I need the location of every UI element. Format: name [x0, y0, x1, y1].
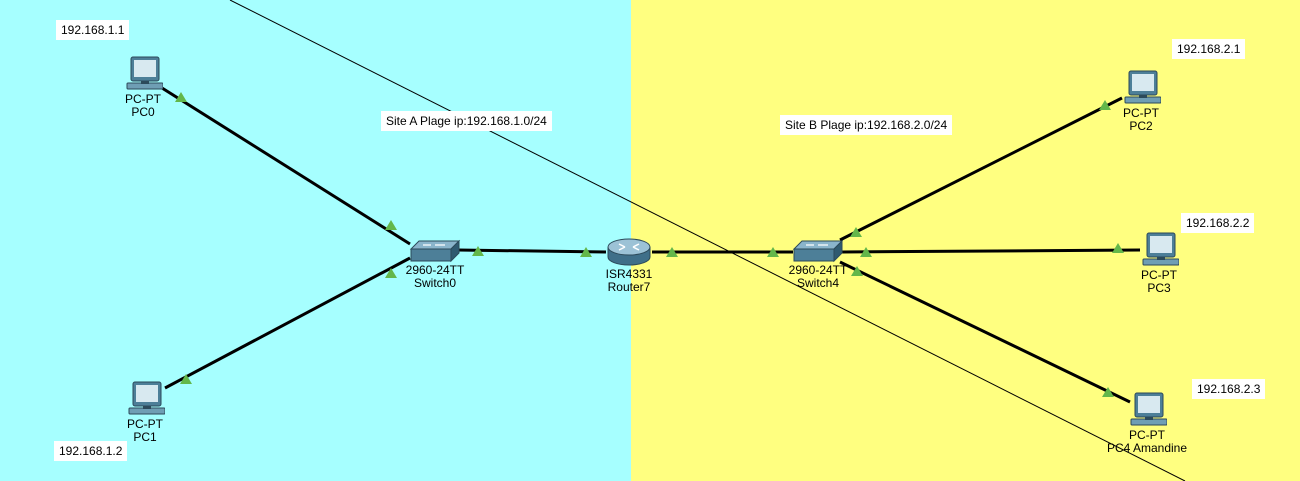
pc0-device[interactable]: PC-PT PC0 — [112, 56, 174, 119]
switch4-name: Switch4 — [796, 276, 840, 290]
pc-icon — [126, 56, 163, 90]
annotation-line — [229, 0, 1186, 481]
pc2-model: PC-PT — [1123, 106, 1159, 120]
port-up-indicator — [385, 220, 397, 230]
pc3-model: PC-PT — [1141, 268, 1177, 282]
pc-icon — [128, 381, 165, 415]
cable-switch4-pc4[interactable] — [839, 260, 1131, 404]
ip-note-pc3[interactable]: 192.168.2.2 — [1181, 213, 1255, 233]
port-up-indicator — [1112, 243, 1124, 253]
cable-pc0-switch0[interactable] — [161, 86, 411, 246]
switch0-name: Switch0 — [413, 276, 457, 290]
switch0-device[interactable]: 2960-24TT Switch0 — [395, 239, 475, 290]
pc-icon — [1130, 392, 1167, 426]
site-b-note[interactable]: Site B Plage ip:192.168.2.0/24 — [780, 115, 953, 135]
pc0-model: PC-PT — [125, 92, 161, 106]
switch-icon — [409, 239, 461, 263]
port-status-group — [175, 92, 1124, 397]
port-up-indicator — [860, 247, 872, 257]
router7-model: ISR4331 — [605, 267, 653, 281]
port-up-indicator — [175, 92, 187, 102]
pc2-name: PC2 — [1129, 119, 1153, 133]
port-up-indicator — [180, 374, 192, 384]
port-up-indicator — [850, 227, 862, 237]
port-up-indicator — [472, 246, 484, 256]
switch-icon — [792, 239, 844, 263]
port-up-indicator — [385, 268, 397, 278]
pc-icon — [1142, 232, 1179, 266]
pc0-name: PC0 — [131, 105, 155, 119]
ip-note-pc2[interactable]: 192.168.2.1 — [1172, 39, 1246, 59]
ip-note-pc1[interactable]: 192.168.1.2 — [54, 441, 128, 461]
port-up-indicator — [1102, 387, 1114, 397]
cable-switch4-pc2[interactable] — [839, 96, 1123, 242]
ip-note-pc4[interactable]: 192.168.2.3 — [1192, 379, 1266, 399]
port-up-indicator — [580, 247, 592, 257]
switch0-model: 2960-24TT — [405, 263, 465, 277]
site-b-area — [631, 0, 1300, 481]
port-up-indicator — [1099, 100, 1111, 110]
pc2-device[interactable]: PC-PT PC2 — [1110, 70, 1172, 133]
pc4-model: PC-PT — [1129, 428, 1165, 442]
site-a-note[interactable]: Site A Plage ip:192.168.1.0/24 — [381, 111, 552, 131]
pc1-model: PC-PT — [127, 417, 163, 431]
router-icon — [607, 238, 651, 266]
pc3-device[interactable]: PC-PT PC3 — [1128, 232, 1190, 295]
pc-icon — [1124, 70, 1161, 104]
pc4-name: PC4 Amandine — [1106, 441, 1188, 455]
switch4-model: 2960-24TT — [788, 263, 848, 277]
ip-note-pc0[interactable]: 192.168.1.1 — [56, 20, 130, 40]
port-up-indicator — [767, 247, 779, 257]
pc1-device[interactable]: PC-PT PC1 — [114, 381, 176, 444]
port-up-indicator — [666, 247, 678, 257]
pc4-device[interactable]: PC-PT PC4 Amandine — [1099, 392, 1195, 455]
router7-device[interactable]: ISR4331 Router7 — [594, 237, 664, 294]
site-a-area — [0, 0, 631, 481]
cable-switch0-router7[interactable] — [457, 248, 607, 254]
router7-name: Router7 — [607, 280, 651, 294]
cable-switch4-pc3[interactable] — [841, 248, 1141, 254]
pc3-name: PC3 — [1147, 281, 1171, 295]
switch4-device[interactable]: 2960-24TT Switch4 — [778, 239, 858, 290]
port-up-indicator — [851, 266, 863, 276]
pc1-name: PC1 — [133, 430, 157, 444]
cable-pc1-switch0[interactable] — [164, 256, 411, 390]
